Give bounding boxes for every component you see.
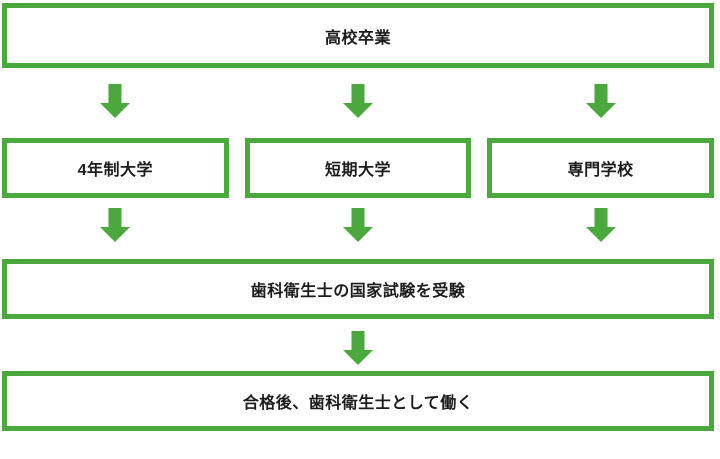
arrow-row-top — [2, 84, 714, 118]
arrow-down-icon — [98, 84, 132, 118]
school-options-row: 4年制大学 短期大学 専門学校 — [2, 138, 715, 198]
node-national-exam: 歯科衛生士の国家試験を受験 — [2, 259, 714, 319]
node-work-as-hygienist-label: 合格後、歯科衛生士として働く — [242, 395, 474, 412]
arrow-row-bottom — [2, 331, 714, 365]
node-work-as-hygienist: 合格後、歯科衛生士として働く — [2, 371, 714, 431]
spacer — [2, 319, 714, 331]
arrow-down-icon — [584, 208, 618, 242]
spacer — [2, 242, 714, 259]
node-four-year-university: 4年制大学 — [2, 138, 229, 198]
arrow-down-icon — [341, 208, 375, 242]
arrow-row-middle — [2, 208, 714, 242]
spacer — [2, 198, 714, 208]
node-junior-college-label: 短期大学 — [325, 162, 392, 179]
dental-hygienist-career-flowchart: 高校卒業 — [2, 3, 715, 431]
arrow-down-icon — [341, 331, 375, 365]
arrow-down-icon — [98, 208, 132, 242]
spacer — [2, 68, 714, 84]
node-vocational-school-label: 専門学校 — [567, 162, 634, 179]
node-four-year-university-label: 4年制大学 — [77, 162, 154, 179]
node-highschool-graduation-label: 高校卒業 — [324, 29, 391, 47]
arrow-down-icon — [341, 84, 375, 118]
node-national-exam-label: 歯科衛生士の国家試験を受験 — [250, 283, 466, 300]
node-highschool-graduation: 高校卒業 — [2, 3, 714, 68]
node-junior-college: 短期大学 — [244, 138, 472, 198]
node-vocational-school: 専門学校 — [487, 138, 715, 198]
arrow-down-icon — [584, 84, 618, 118]
spacer — [2, 118, 714, 138]
